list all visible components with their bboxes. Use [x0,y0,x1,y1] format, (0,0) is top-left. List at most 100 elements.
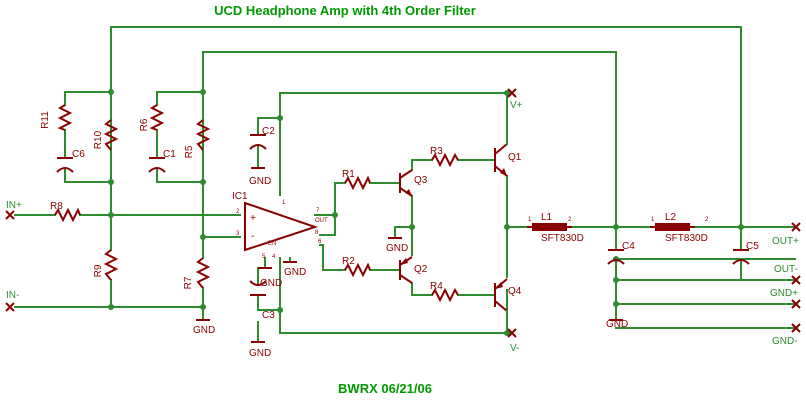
ground-c2: GND [249,167,271,187]
svg-text:3: 3 [236,231,240,237]
capacitor-c3: C3 [249,280,275,321]
svg-text:R2: R2 [342,256,355,267]
svg-text:R11: R11 [40,111,51,129]
port-in-plus: IN+ [5,200,22,220]
resistor-r7: R7 [183,257,211,289]
svg-text:1: 1 [282,200,286,206]
svg-text:L1: L1 [541,212,553,223]
resistor-r8: R8 [50,201,81,223]
svg-text:R4: R4 [430,281,443,292]
svg-text:OUT: OUT [315,218,328,224]
resistor-r4: R4 [430,281,459,303]
svg-text:GND: GND [249,348,271,359]
resistor-r2: R2 [342,256,371,278]
port-out-minus: OUT- [774,264,801,285]
svg-text:C2: C2 [262,126,275,137]
svg-text:1: 1 [528,217,532,223]
svg-text:R6: R6 [139,118,150,131]
ground-c4: GND [606,319,628,330]
ground-opamp-pin5: GND [258,267,282,289]
capacitor-c6: C6 [56,149,85,173]
resistor-r3: R3 [430,146,459,168]
port-out-plus: OUT+ [772,222,801,247]
port-gnd-minus: GND- [772,323,801,347]
inductor-l2: L2 1 2 SFT830D [650,212,709,244]
resistor-r11: R11 [40,104,73,131]
capacitor-c1: C1 [148,149,176,173]
resistor-r5: R5 [184,119,211,158]
schematic-title: UCD Headphone Amp with 4th Order Filter [214,3,476,18]
svg-text:6: 6 [318,239,322,245]
svg-text:Q4: Q4 [508,286,522,297]
svg-text:SFT830D: SFT830D [541,233,584,244]
svg-text:GND: GND [606,319,628,330]
capacitor-c4: C4 [607,241,635,265]
svg-text:GND+: GND+ [770,288,798,299]
svg-text:R8: R8 [50,201,63,212]
capacitor-c2: C2 [249,126,275,150]
svg-text:Q1: Q1 [508,152,522,163]
svg-text:7: 7 [316,208,320,214]
svg-text:GND: GND [193,325,215,336]
ground-c3: GND [249,341,271,359]
svg-text:Q2: Q2 [414,264,428,275]
svg-text:2: 2 [236,209,240,215]
svg-text:OUT+: OUT+ [772,236,799,247]
svg-text:R7: R7 [183,276,194,289]
svg-text:8: 8 [315,230,319,236]
svg-text:C3: C3 [262,310,275,321]
svg-text:5: 5 [262,254,266,260]
svg-text:C4: C4 [622,241,635,252]
ground-opamp-pin6: GND [283,261,306,278]
svg-text:2: 2 [705,217,709,223]
resistor-r6: R6 [139,104,165,131]
transistor-q3: Q3 [399,169,428,197]
svg-text:R1: R1 [342,169,355,180]
svg-text:GND-: GND- [772,336,798,347]
svg-text:R3: R3 [430,146,443,157]
svg-text:+: + [250,213,256,224]
svg-text:4: 4 [272,254,276,260]
port-vminus: V- [507,328,519,354]
svg-text:IN-: IN- [6,290,19,301]
svg-text:R5: R5 [184,145,195,158]
junctions [108,89,744,336]
opamp-ic1: IC1 2 3 + - 7 OUT 8 6 1 5 4 EN [232,191,328,260]
svg-text:EN: EN [268,241,276,247]
svg-text:OUT-: OUT- [774,264,798,275]
svg-text:R9: R9 [93,264,104,277]
svg-text:GND: GND [386,243,408,254]
transistor-q4: Q4 [494,278,522,312]
svg-text:-: - [251,231,254,242]
schematic-footer: BWRX 06/21/06 [338,381,432,396]
resistor-r1: R1 [342,169,371,191]
ground-r7: GND [193,319,215,336]
svg-text:V-: V- [510,343,519,354]
svg-text:C5: C5 [746,241,759,252]
svg-text:GND: GND [260,278,282,289]
svg-text:GND: GND [249,176,271,187]
resistor-r10: R10 [93,119,119,151]
wires [14,26,796,343]
ground-q-bias: GND [386,237,408,254]
svg-text:1: 1 [651,217,655,223]
port-in-minus: IN- [5,290,19,312]
port-gnd-plus: GND+ [770,288,801,309]
svg-text:C1: C1 [163,149,176,160]
svg-text:R10: R10 [93,130,104,149]
resistor-r9: R9 [93,249,119,281]
svg-text:L2: L2 [665,212,677,223]
svg-text:2: 2 [568,217,572,223]
svg-text:C6: C6 [72,149,85,160]
svg-text:SFT830D: SFT830D [665,233,708,244]
transistor-q1: Q1 [494,143,522,177]
svg-text:GND: GND [284,267,306,278]
transistor-q2: Q2 [399,256,428,284]
capacitor-c5: C5 [732,241,759,265]
inductor-l1: L1 1 2 SFT830D [527,212,584,244]
svg-text:Q3: Q3 [414,175,428,186]
svg-text:IC1: IC1 [232,191,248,202]
port-vplus: V+ [507,88,523,111]
svg-text:V+: V+ [510,100,523,111]
